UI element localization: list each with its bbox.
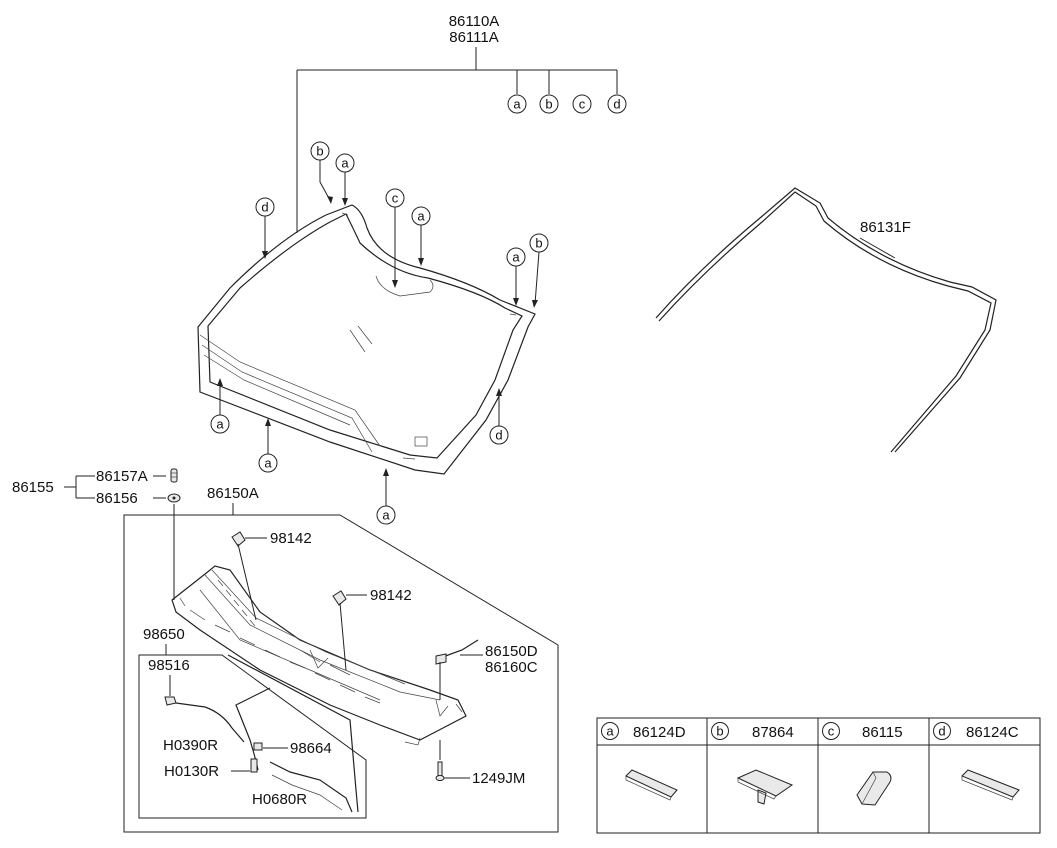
top-callout-c: c xyxy=(572,94,592,114)
pad-86124D-icon xyxy=(625,769,678,801)
label-86131F: 86131F xyxy=(860,219,911,236)
label-98142-a: 98142 xyxy=(270,530,312,547)
callout-a-bottom1: a xyxy=(258,418,278,473)
svg-text:c: c xyxy=(828,724,835,739)
legend-cell-d: d 86124C xyxy=(933,722,1020,801)
bracket-86155 xyxy=(64,475,166,499)
label-98142-b: 98142 xyxy=(370,587,412,604)
label-86111A: 86111A xyxy=(449,29,499,46)
callout-d-left: d xyxy=(255,197,275,259)
hose-subgroup-frame xyxy=(138,644,367,819)
legend-part-87864: 87864 xyxy=(752,724,794,741)
pad-86124C-icon xyxy=(961,769,1020,801)
top-callout-b: b xyxy=(539,94,559,114)
label-H0390R: H0390R xyxy=(163,737,218,754)
hose-H0130R xyxy=(231,758,258,773)
joint-98664 xyxy=(253,742,288,751)
svg-text:a: a xyxy=(264,456,272,471)
legend-table: a 86124D b 87864 c 86115 d xyxy=(596,717,1041,834)
svg-text:a: a xyxy=(382,508,390,523)
cowl-top-panel xyxy=(171,565,467,746)
svg-text:b: b xyxy=(535,236,542,251)
callout-a-left: a xyxy=(210,378,230,434)
clip-86157A xyxy=(170,468,178,483)
nozzle-98142-a xyxy=(231,531,267,621)
windshield-moulding xyxy=(655,187,997,453)
label-86160C: 86160C xyxy=(485,659,538,676)
legend-part-86115: 86115 xyxy=(862,724,903,741)
callout-d-right: d xyxy=(489,388,509,445)
svg-text:a: a xyxy=(606,724,614,739)
top-leader-bracket xyxy=(296,47,618,233)
connector-98516 xyxy=(164,675,177,706)
label-86155: 86155 xyxy=(12,479,54,496)
legend-cell-b: b 87864 xyxy=(711,722,794,805)
label-98516: 98516 xyxy=(148,657,190,674)
svg-text:d: d xyxy=(938,724,945,739)
top-callout-d: d xyxy=(607,94,627,114)
callout-a-mid: a xyxy=(411,206,431,266)
callout-a-right: a xyxy=(506,247,526,306)
callout-a-top: a xyxy=(335,153,355,206)
label-86110A: 86110A xyxy=(449,13,500,30)
screw-1249JM xyxy=(435,740,470,781)
callout-a-bottom2: a xyxy=(376,468,396,525)
svg-text:d: d xyxy=(613,97,620,112)
svg-text:c: c xyxy=(579,97,586,112)
legend-cell-c: c 86115 xyxy=(822,722,903,806)
nozzle-98142-b xyxy=(332,590,367,671)
svg-text:d: d xyxy=(261,200,268,215)
callout-c-mid: c xyxy=(385,188,405,288)
top-callout-a: a xyxy=(507,94,527,114)
windshield-glass xyxy=(197,204,536,475)
svg-text:a: a xyxy=(513,97,521,112)
svg-text:a: a xyxy=(512,250,520,265)
label-H0130R: H0130R xyxy=(164,763,219,780)
label-86156: 86156 xyxy=(96,490,138,507)
legend-cell-a: a 86124D xyxy=(601,722,686,801)
svg-text:b: b xyxy=(545,97,552,112)
cowl-group-frame xyxy=(123,514,559,833)
label-86157A: 86157A xyxy=(96,468,148,485)
legend-part-86124C: 86124C xyxy=(966,724,1019,741)
svg-text:a: a xyxy=(216,417,224,432)
svg-text:b: b xyxy=(716,724,723,739)
label-98664: 98664 xyxy=(290,740,332,757)
callout-b-top: b xyxy=(310,141,333,204)
pad-86115-icon xyxy=(856,771,892,806)
svg-text:a: a xyxy=(417,209,425,224)
label-1249JM: 1249JM xyxy=(472,770,525,787)
label-H0680R: H0680R xyxy=(252,791,307,808)
callout-b-right: b xyxy=(529,233,549,308)
svg-text:b: b xyxy=(316,144,323,159)
label-98650: 98650 xyxy=(143,626,185,643)
label-86150D: 86150D xyxy=(485,643,538,660)
clip-87864-icon xyxy=(736,769,794,805)
label-86150A: 86150A xyxy=(207,485,259,502)
svg-text:a: a xyxy=(341,156,349,171)
legend-part-86124D: 86124D xyxy=(633,724,686,741)
svg-text:c: c xyxy=(392,191,399,206)
seal-86150D xyxy=(435,639,483,700)
grommet-86156 xyxy=(167,493,181,503)
svg-text:d: d xyxy=(495,428,502,443)
